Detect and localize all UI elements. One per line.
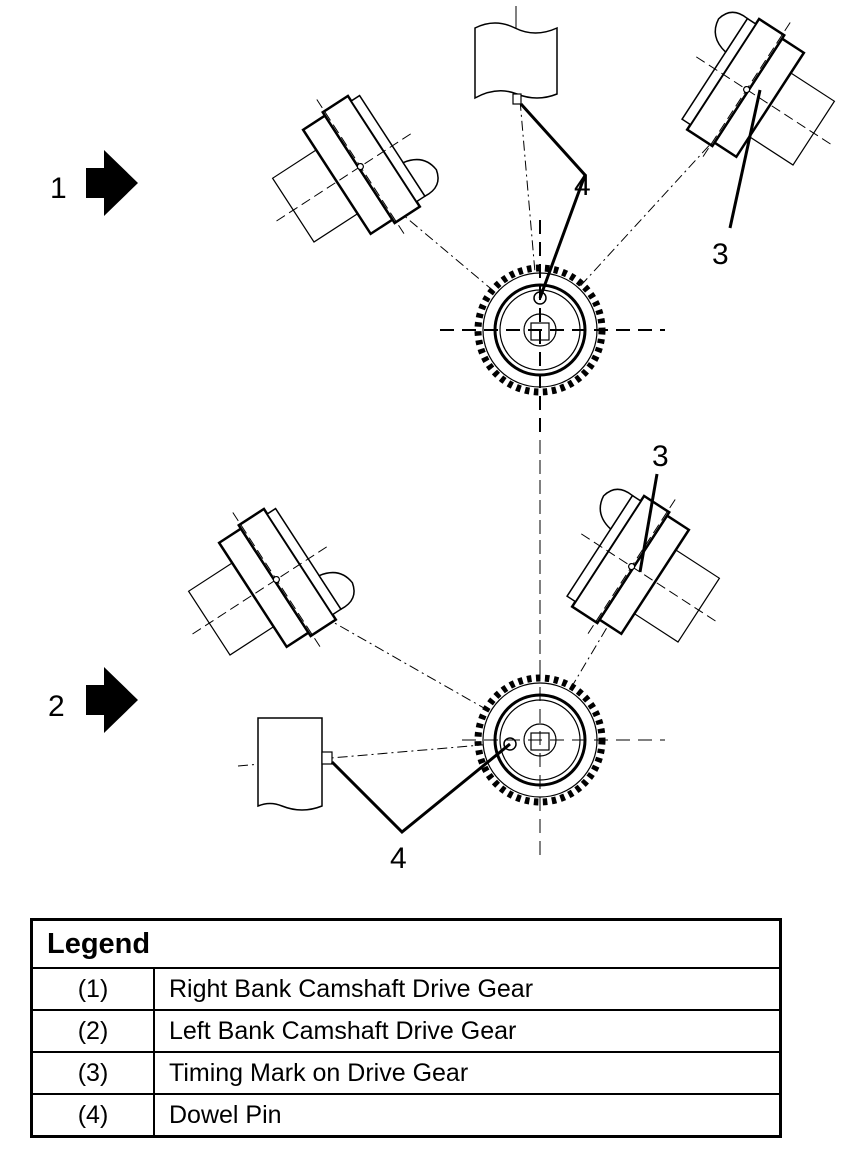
view-2-left-sprocket: [147, 477, 374, 703]
view-1-diagram: 1 4 3: [50, 0, 864, 440]
view-1-callout-4: 4: [574, 169, 591, 202]
view-2-right-sprocket: [534, 464, 761, 690]
legend-code: (4): [30, 1093, 155, 1138]
view-1-label: 1: [50, 172, 67, 205]
view-1-upper-camshaft: [474, 22, 558, 105]
legend-description: Left Bank Camshaft Drive Gear: [153, 1009, 782, 1053]
view-2-diagram: 2 4 3: [48, 440, 761, 875]
legend-description: Timing Mark on Drive Gear: [153, 1051, 782, 1095]
legend-code: (1): [30, 967, 155, 1011]
legend-row: (2) Left Bank Camshaft Drive Gear: [30, 1009, 782, 1053]
view-1-arrow-icon: [86, 150, 138, 216]
legend-title: Legend: [30, 918, 782, 969]
timing-diagram: 1 4 3: [48, 0, 864, 875]
view-1-left-sprocket: [231, 64, 458, 290]
view-2-callout-3: 3: [652, 440, 669, 473]
legend-description: Right Bank Camshaft Drive Gear: [153, 967, 782, 1011]
legend-header-row: Legend: [30, 918, 782, 969]
legend-row: (4) Dowel Pin: [30, 1093, 782, 1138]
legend-code: (3): [30, 1051, 155, 1095]
legend-code: (2): [30, 1009, 155, 1053]
legend-row: (3) Timing Mark on Drive Gear: [30, 1051, 782, 1095]
view-2-lower-camshaft: [257, 717, 333, 811]
legend-description: Dowel Pin: [153, 1093, 782, 1138]
view-2-label: 2: [48, 690, 65, 723]
view-2-callout-4: 4: [390, 842, 407, 875]
legend-table: Legend (1) Right Bank Camshaft Drive Gea…: [30, 918, 782, 1138]
view-2-arrow-icon: [86, 667, 138, 733]
view-1-callout-3: 3: [712, 238, 729, 271]
legend-row: (1) Right Bank Camshaft Drive Gear: [30, 967, 782, 1011]
